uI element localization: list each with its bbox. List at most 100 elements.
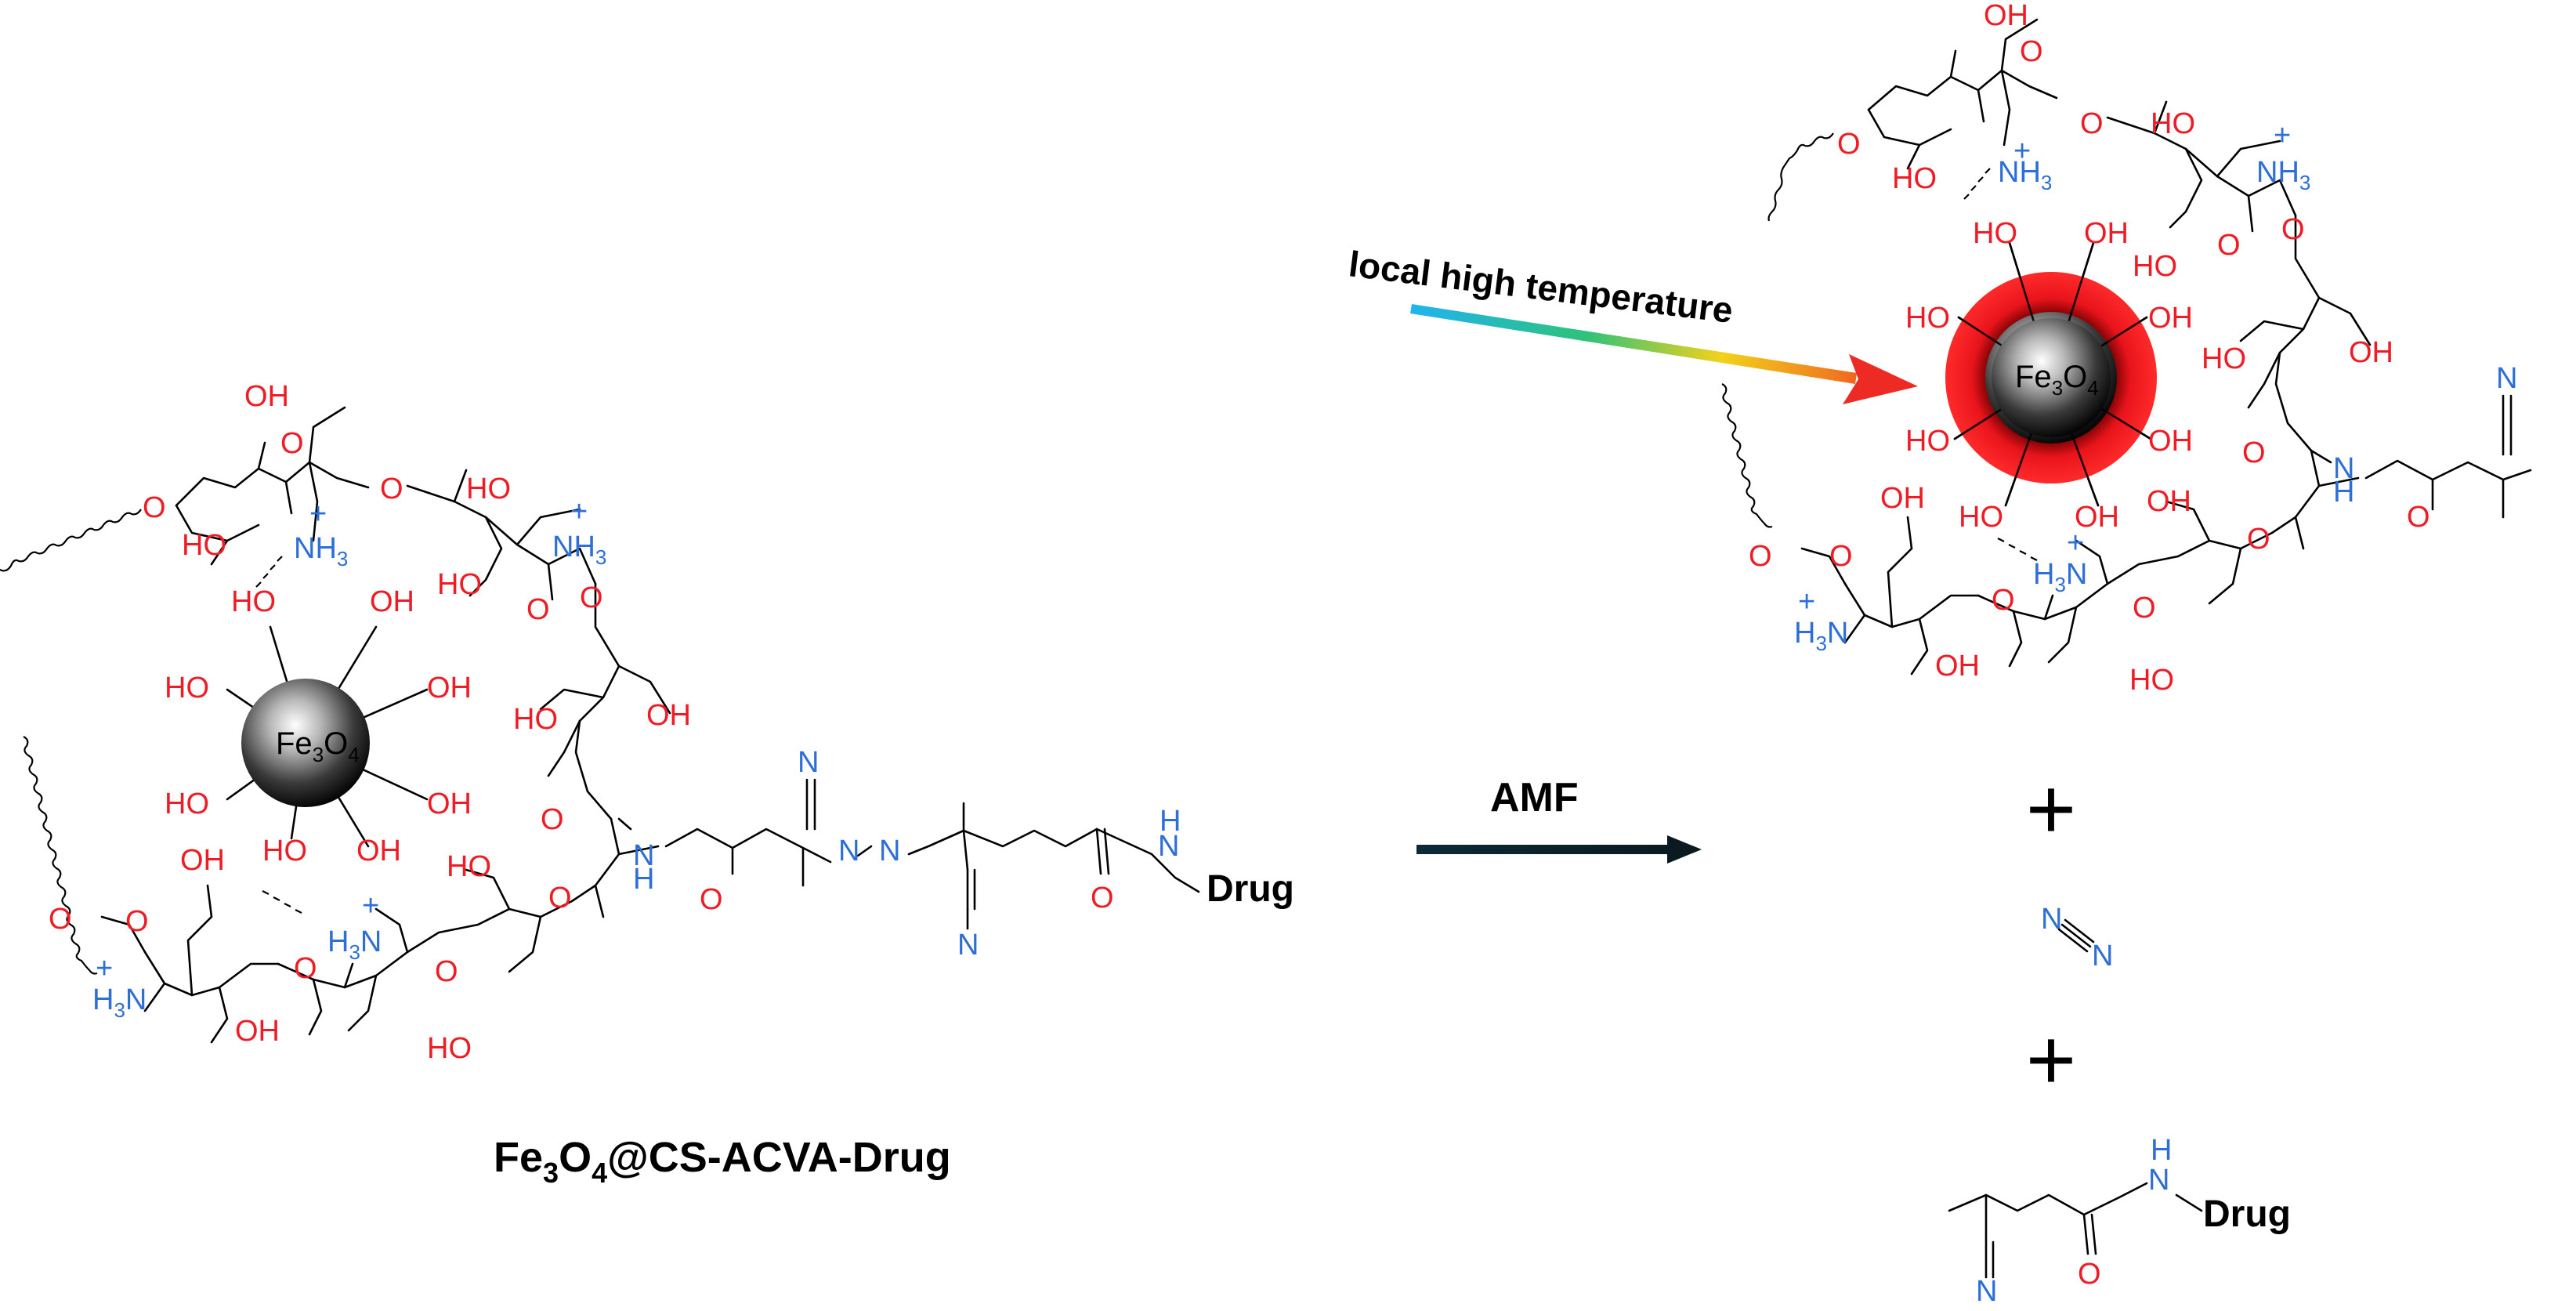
left-azo-n-2: N	[879, 835, 900, 867]
right-oh-d: HO	[2133, 250, 2177, 283]
n2-atom-2: N	[2092, 940, 2113, 972]
heat-arrow: local high temperature	[1347, 243, 1918, 404]
released-nitrile-n: N	[1976, 1275, 1997, 1308]
right-core-oh-8: OH	[2075, 501, 2119, 534]
right-ring-o-e: O	[1829, 540, 1853, 573]
left-fe3o4-core	[241, 679, 370, 807]
right-amine-bottom-charge: +	[2067, 527, 2084, 560]
right-amine-lower: H3N	[1794, 617, 1848, 655]
left-core-oh-1: HO	[231, 585, 276, 618]
right-chitosan-backbone	[1800, 18, 2532, 675]
left-link-o-e: O	[294, 952, 317, 985]
left-chitosan-backbone	[100, 406, 671, 1044]
released-drug-fragment	[1948, 1182, 2203, 1279]
right-link-o-d: O	[2247, 523, 2270, 556]
right-core-oh-4: OH	[2148, 302, 2193, 335]
left-acva-linker	[617, 778, 1200, 930]
left-hbond-top	[255, 556, 283, 588]
right-core-oh-6: OH	[2148, 425, 2193, 458]
left-core-oh-4: OH	[427, 672, 472, 704]
left-oh-h: HO	[427, 1032, 472, 1065]
left-polymer-wave-top	[0, 509, 142, 572]
right-amine-mid: NH3	[2256, 156, 2310, 194]
right-oh-g: OH	[2147, 485, 2191, 518]
left-oh-e: HO	[513, 703, 558, 736]
left-oh-g: HO	[447, 850, 491, 883]
left-oh-a: OH	[244, 380, 289, 413]
right-ring-o-d: O	[2133, 592, 2156, 625]
right-amine-top-charge: +	[2013, 135, 2031, 168]
left-oh-f: OH	[646, 699, 691, 732]
left-ring-o-e: O	[125, 905, 149, 938]
heat-arrow-shaft	[1410, 304, 1857, 384]
left-nitrile-n-2: N	[957, 929, 979, 962]
left-core-label: Fe3O4	[276, 726, 360, 766]
released-amide-n: N	[2148, 1164, 2169, 1197]
right-amine-bottom: H3N	[2033, 558, 2087, 596]
left-amine-mid: NH3	[552, 531, 606, 569]
right-oh-a: OH	[1984, 0, 2028, 32]
left-link-o-c: O	[580, 581, 603, 614]
right-ring-o-c: O	[2242, 436, 2266, 469]
left-link-o-a: O	[143, 491, 166, 524]
right-polymer-wave-top	[1767, 132, 1834, 222]
nitrogen-gas: N N	[2041, 903, 2113, 972]
right-oh-c: HO	[2151, 107, 2195, 140]
right-ring-o-a: O	[2020, 35, 2043, 68]
right-link-o-e: O	[1992, 584, 2015, 617]
left-oh-i: OH	[180, 844, 225, 877]
left-oh-b: HO	[182, 529, 226, 562]
left-core-oh-5: HO	[165, 788, 209, 820]
released-amide-h: H	[2151, 1134, 2172, 1167]
left-core-oh-3: HO	[165, 672, 209, 704]
left-amine-bottom-charge: +	[362, 889, 379, 922]
left-link-o-b: O	[380, 473, 403, 505]
right-hbond-bottom	[1997, 538, 2038, 561]
left-ring-o-d: O	[435, 955, 458, 988]
right-oh-j: OH	[1935, 650, 1980, 683]
right-oh-b: HO	[1892, 162, 1937, 195]
right-core-oh-5: HO	[1905, 425, 1950, 458]
left-core-oh-6: OH	[427, 788, 472, 820]
heat-arrow-head	[1843, 354, 1918, 404]
amf-label: AMF	[1490, 775, 1579, 820]
left-core-oh-7: HO	[262, 835, 307, 867]
plus-sign-2: +	[2026, 1012, 2076, 1108]
left-nanoparticle-structure: Fe3O4 HO OH HO OH HO OH HO OH OH O O HO …	[0, 380, 1294, 1065]
right-amine-lower-charge: +	[1798, 585, 1815, 618]
right-oh-f: OH	[2349, 336, 2393, 369]
released-amide-o: O	[2078, 1258, 2101, 1291]
left-nitrile-n-1: N	[798, 746, 819, 779]
right-ring-o-b: O	[2217, 229, 2241, 262]
left-link-o-d: O	[548, 882, 572, 914]
amf-arrow-shaft	[1416, 845, 1671, 854]
left-ring-o-b: O	[526, 593, 550, 626]
left-amine-top-charge: +	[309, 498, 327, 531]
left-drug-label: Drug	[1207, 868, 1294, 910]
right-link-o-b: O	[2080, 107, 2104, 140]
left-oh-d: HO	[437, 568, 482, 601]
right-oh-i: OH	[1880, 482, 1925, 515]
left-amine-lower-charge: +	[96, 952, 113, 985]
plus-sign-1: +	[2026, 761, 2076, 857]
left-core-oh-2: OH	[370, 585, 414, 618]
left-azo-n-1: N	[838, 835, 859, 867]
left-amide-o-2: O	[1091, 882, 1114, 914]
right-amine-top: NH3	[1998, 156, 2052, 194]
right-link-o-f: O	[1749, 540, 1772, 573]
right-core-oh-1: HO	[1973, 217, 2017, 250]
amf-arrow-head	[1667, 835, 1702, 864]
left-link-o-f: O	[49, 903, 72, 936]
right-nitrile-n: N	[2496, 362, 2517, 395]
left-amide-n-2: N	[1158, 830, 1179, 863]
left-ring-o-c: O	[541, 803, 564, 836]
right-link-o-a: O	[1837, 128, 1861, 161]
right-amine-mid-charge: +	[2274, 119, 2291, 152]
right-amide-o: O	[2407, 501, 2430, 534]
left-hbond-bottom	[262, 890, 302, 914]
left-amine-lower: H3N	[92, 983, 147, 1022]
right-core-label: Fe3O4	[2015, 360, 2099, 400]
